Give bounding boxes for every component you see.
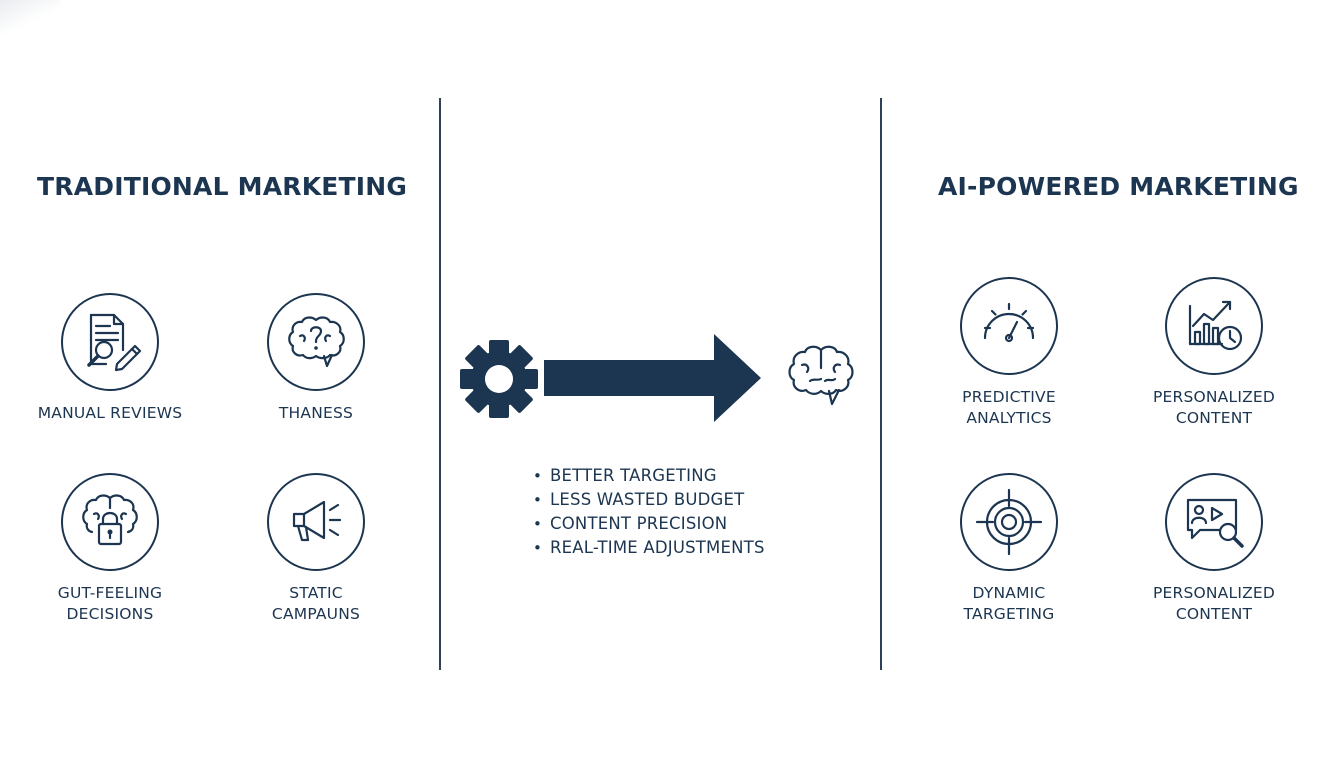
benefit-item: REAL-TIME ADJUSTMENTS [533, 536, 765, 560]
arrow-right-icon [544, 334, 761, 422]
item-label: GUT-FEELING DECISIONS [57, 584, 163, 623]
ai-powered-marketing-heading: AI-POWERED MARKETING [938, 172, 1299, 201]
benefit-item: CONTENT PRECISION [533, 512, 765, 536]
item-static-campaigns: STATIC CAMPAUNS [226, 473, 406, 625]
icon-circle [267, 473, 365, 571]
item-manual-reviews: MANUAL REVIEWS [20, 293, 200, 424]
traditional-marketing-heading: TRADITIONAL MARKETING [37, 172, 408, 201]
gear-icon [460, 340, 538, 418]
icon-circle [267, 293, 365, 391]
benefit-item: LESS WASTED BUDGET [533, 488, 765, 512]
item-label: THANESS [278, 404, 354, 422]
divider-right [880, 98, 882, 670]
speedometer-icon [983, 302, 1035, 343]
benefits-list: BETTER TARGETING LESS WASTED BUDGET CONT… [533, 464, 765, 560]
icon-circle [1165, 277, 1263, 375]
icon-circle [960, 473, 1058, 571]
chart-clock-icon [1188, 300, 1243, 351]
item-label: PREDICTIVE ANALYTICS [962, 388, 1056, 427]
item-predictive-analytics: PREDICTIVE ANALYTICS [919, 277, 1099, 429]
item-thaness: THANESS [226, 293, 406, 424]
megaphone-icon [292, 500, 342, 542]
item-gut-feeling-decisions: GUT-FEELING DECISIONS [20, 473, 200, 625]
corner-shade [0, 0, 60, 40]
document-magnifier-pencil-icon [87, 313, 142, 372]
target-icon [975, 488, 1043, 556]
brain-lock-icon [82, 494, 138, 546]
icon-circle [960, 277, 1058, 375]
item-dynamic-targeting: DYNAMIC TARGETING [919, 473, 1099, 625]
item-label: PERSONALIZED CONTENT [1152, 388, 1276, 427]
item-personalized-content-2: PERSONALIZED CONTENT [1124, 473, 1304, 625]
icon-circle [1165, 473, 1263, 571]
icon-circle [61, 293, 159, 391]
item-label: MANUAL REVIEWS [37, 404, 183, 422]
benefit-item: BETTER TARGETING [533, 464, 765, 488]
brain-icon [788, 345, 854, 406]
video-user-magnifier-icon [1186, 498, 1244, 548]
brain-question-icon [288, 316, 345, 368]
item-label: STATIC CAMPAUNS [271, 584, 361, 623]
icon-circle [61, 473, 159, 571]
divider-left [439, 98, 441, 670]
item-label: DYNAMIC TARGETING [963, 584, 1055, 623]
item-label: PERSONALIZED CONTENT [1152, 584, 1276, 623]
item-personalized-content: PERSONALIZED CONTENT [1124, 277, 1304, 429]
